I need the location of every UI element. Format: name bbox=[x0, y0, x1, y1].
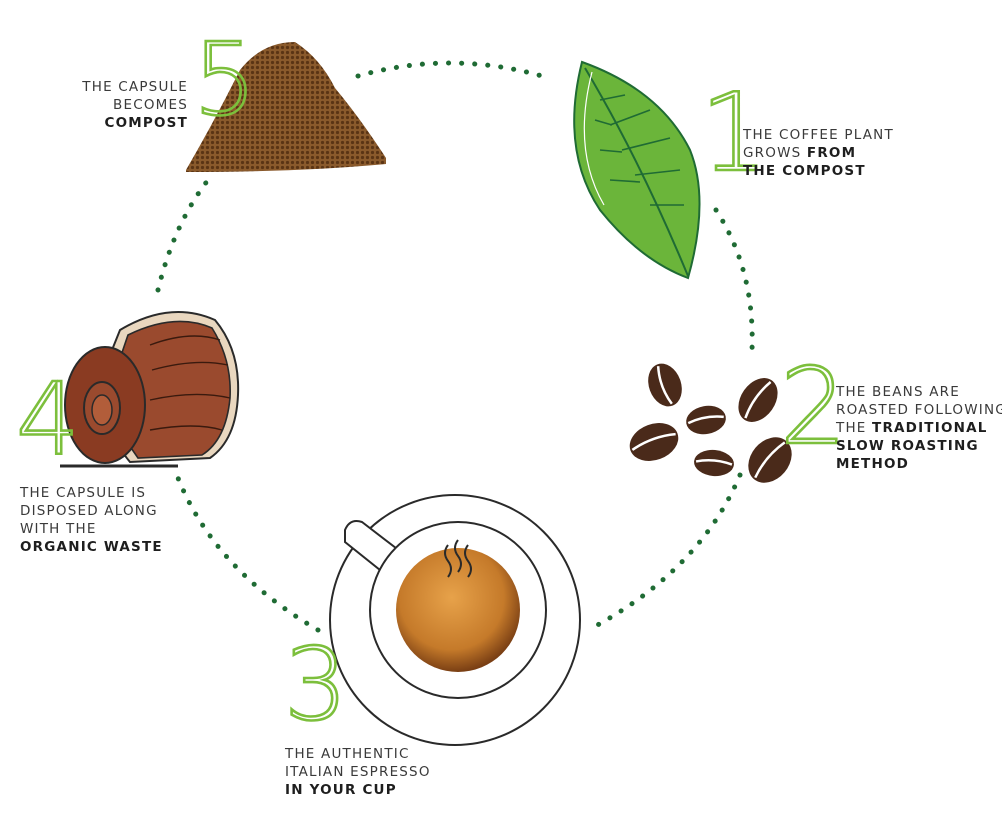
step-number-3: 3 bbox=[283, 626, 349, 743]
espresso-cup-icon bbox=[329, 494, 581, 746]
capsule-icon bbox=[60, 311, 240, 468]
caption-line: ORGANIC WASTE bbox=[20, 538, 163, 556]
caption-emphasis: ORGANIC WASTE bbox=[20, 539, 163, 555]
step-number-2: 2 bbox=[779, 346, 848, 468]
bean bbox=[686, 405, 726, 435]
path-segment-1-to-2 bbox=[713, 207, 755, 353]
caption-text: ITALIAN ESPRESSO bbox=[285, 764, 431, 780]
caption-step-5: THE CAPSULE BECOMES COMPOST bbox=[82, 78, 188, 132]
caption-line: GROWS FROM bbox=[743, 144, 894, 162]
caption-emphasis: IN YOUR CUP bbox=[285, 782, 397, 798]
bean bbox=[738, 378, 778, 422]
caption-line: DISPOSED ALONG bbox=[20, 502, 163, 520]
espresso-crema bbox=[396, 548, 520, 672]
caption-text: ROASTED FOLLOWING bbox=[836, 402, 1002, 418]
caption-emphasis: TRADITIONAL bbox=[872, 420, 988, 436]
path-segment-4-to-5 bbox=[155, 172, 215, 293]
step-number-4: 4 bbox=[15, 361, 81, 478]
caption-line: THE CAPSULE bbox=[82, 78, 188, 96]
caption-line: THE AUTHENTIC bbox=[285, 745, 431, 763]
caption-line: METHOD bbox=[836, 455, 1002, 473]
path-segment-5-to-1 bbox=[355, 60, 545, 79]
caption-text: GROWS bbox=[743, 145, 807, 161]
steam-icon bbox=[444, 539, 472, 578]
leaf-icon bbox=[573, 60, 701, 280]
step-number-1: 1 bbox=[699, 71, 770, 196]
caption-step-3: THE AUTHENTIC ITALIAN ESPRESSO IN YOUR CUP bbox=[285, 745, 431, 799]
caption-text: THE AUTHENTIC bbox=[285, 746, 410, 762]
caption-step-4: THE CAPSULE IS DISPOSED ALONG WITH THE ORGA… bbox=[20, 484, 163, 556]
bean bbox=[648, 363, 682, 407]
caption-line: ROASTED FOLLOWING bbox=[836, 401, 1002, 419]
caption-emphasis: METHOD bbox=[836, 456, 910, 472]
caption-line: THE COMPOST bbox=[743, 162, 894, 180]
dotted-cycle-path bbox=[155, 60, 755, 633]
path-segment-2-to-3 bbox=[589, 472, 743, 631]
caption-line: ITALIAN ESPRESSO bbox=[285, 763, 431, 781]
caption-text: THE BEANS ARE bbox=[836, 384, 960, 400]
caption-line: THE BEANS ARE bbox=[836, 383, 1002, 401]
caption-line: THE COFFEE PLANT bbox=[743, 126, 894, 144]
path-segment-3-to-4 bbox=[175, 475, 321, 633]
compost-pile-icon bbox=[186, 42, 386, 172]
caption-line: SLOW ROASTING bbox=[836, 437, 1002, 455]
caption-line: WITH THE bbox=[20, 520, 163, 538]
caption-emphasis: FROM bbox=[806, 145, 857, 161]
caption-text: BECOMES bbox=[113, 97, 188, 113]
caption-line: THE CAPSULE IS bbox=[20, 484, 163, 502]
caption-text: THE CAPSULE bbox=[82, 79, 188, 95]
caption-emphasis: COMPOST bbox=[104, 115, 188, 131]
caption-line: IN YOUR CUP bbox=[285, 781, 431, 799]
caption-line: BECOMES bbox=[82, 96, 188, 114]
bean bbox=[748, 437, 792, 483]
bean bbox=[694, 449, 734, 477]
caption-text: THE CAPSULE IS bbox=[20, 485, 147, 501]
caption-line: COMPOST bbox=[82, 114, 188, 132]
caption-line: THE TRADITIONAL bbox=[836, 419, 1002, 437]
bean bbox=[629, 423, 679, 461]
coffee-beans-icon bbox=[629, 363, 792, 483]
caption-text: THE COFFEE PLANT bbox=[743, 127, 894, 143]
caption-text: THE bbox=[836, 420, 873, 436]
step-number-5: 5 bbox=[192, 21, 258, 138]
caption-emphasis: SLOW ROASTING bbox=[836, 438, 979, 454]
caption-text: WITH THE bbox=[20, 521, 97, 537]
caption-text: DISPOSED ALONG bbox=[20, 503, 158, 519]
caption-emphasis: THE COMPOST bbox=[743, 163, 866, 179]
